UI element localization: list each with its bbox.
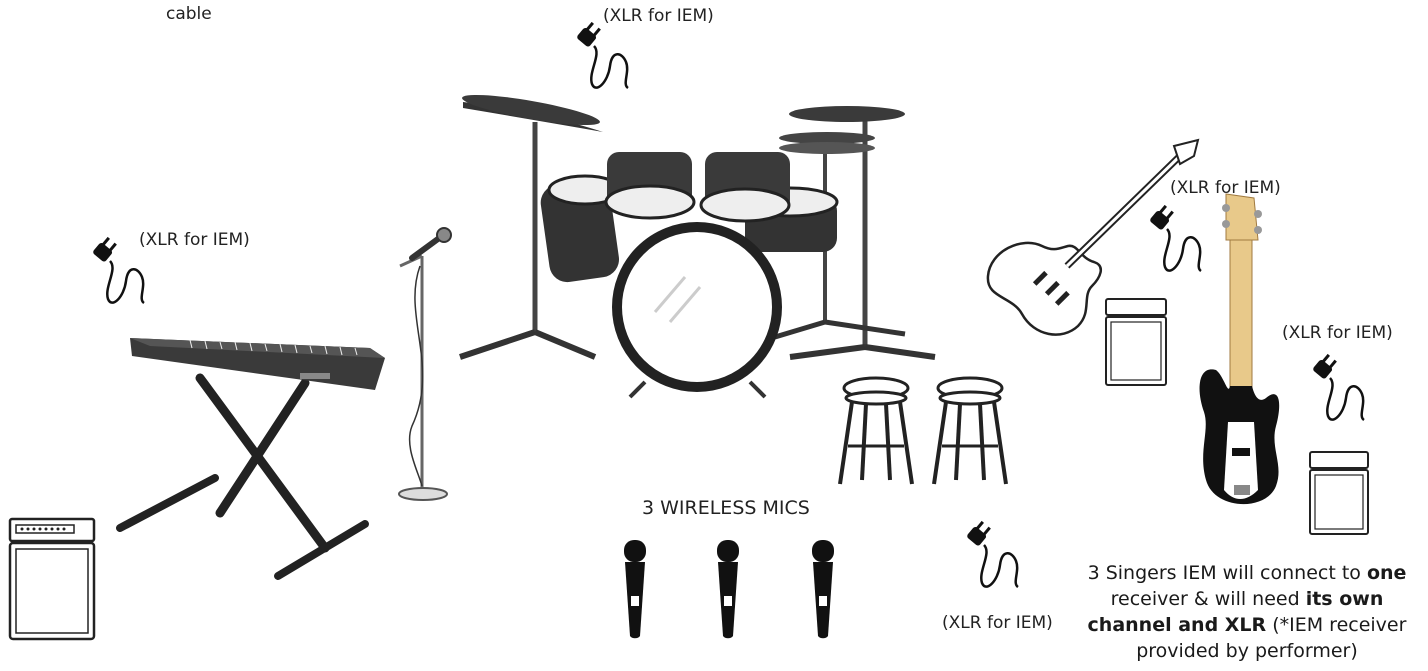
bass-guitar-icon bbox=[1196, 190, 1286, 520]
power-plug-icon bbox=[1308, 352, 1370, 426]
iem-note: 3 Singers IEM will connect to one receiv… bbox=[1068, 560, 1426, 664]
amplifier-icon bbox=[8, 517, 96, 641]
wireless-mic-icon bbox=[713, 538, 743, 640]
power-plug-icon bbox=[962, 520, 1024, 592]
keyboard-icon bbox=[110, 318, 395, 583]
amplifier-icon bbox=[1308, 450, 1370, 536]
wireless-mic-icon bbox=[808, 538, 838, 640]
stool-icon bbox=[836, 376, 916, 488]
electric-guitar-icon bbox=[982, 136, 1204, 346]
xlr-label-bass: (XLR for IEM) bbox=[1282, 323, 1393, 343]
xlr-label-bottom: (XLR for IEM) bbox=[942, 613, 1053, 633]
wireless-mics-label: 3 WIRELESS MICS bbox=[642, 497, 810, 519]
wireless-mic-icon bbox=[620, 538, 650, 640]
xlr-label-keyboard: (XLR for IEM) bbox=[139, 230, 250, 250]
power-plug-icon bbox=[88, 236, 150, 308]
drum-kit-icon bbox=[445, 72, 950, 402]
amplifier-icon bbox=[1104, 297, 1168, 387]
cable-label: cable bbox=[166, 4, 212, 24]
stool-icon bbox=[930, 376, 1010, 488]
